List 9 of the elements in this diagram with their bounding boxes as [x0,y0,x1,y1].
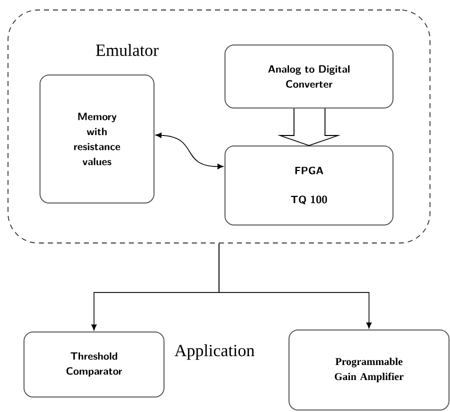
process-box: Memory with resistance values [40,74,154,204]
process-box: Threshold Comparator [24,332,164,398]
section-label: Application [174,344,254,360]
process-box: Analog to Digital Converter [224,44,394,108]
arrow [156,132,224,170]
process-box: Programmable Gain Amplifier [288,330,450,410]
block-arrow [277,108,341,146]
arrow [218,243,372,328]
process-box: FPGA TQ 100 [224,146,394,226]
